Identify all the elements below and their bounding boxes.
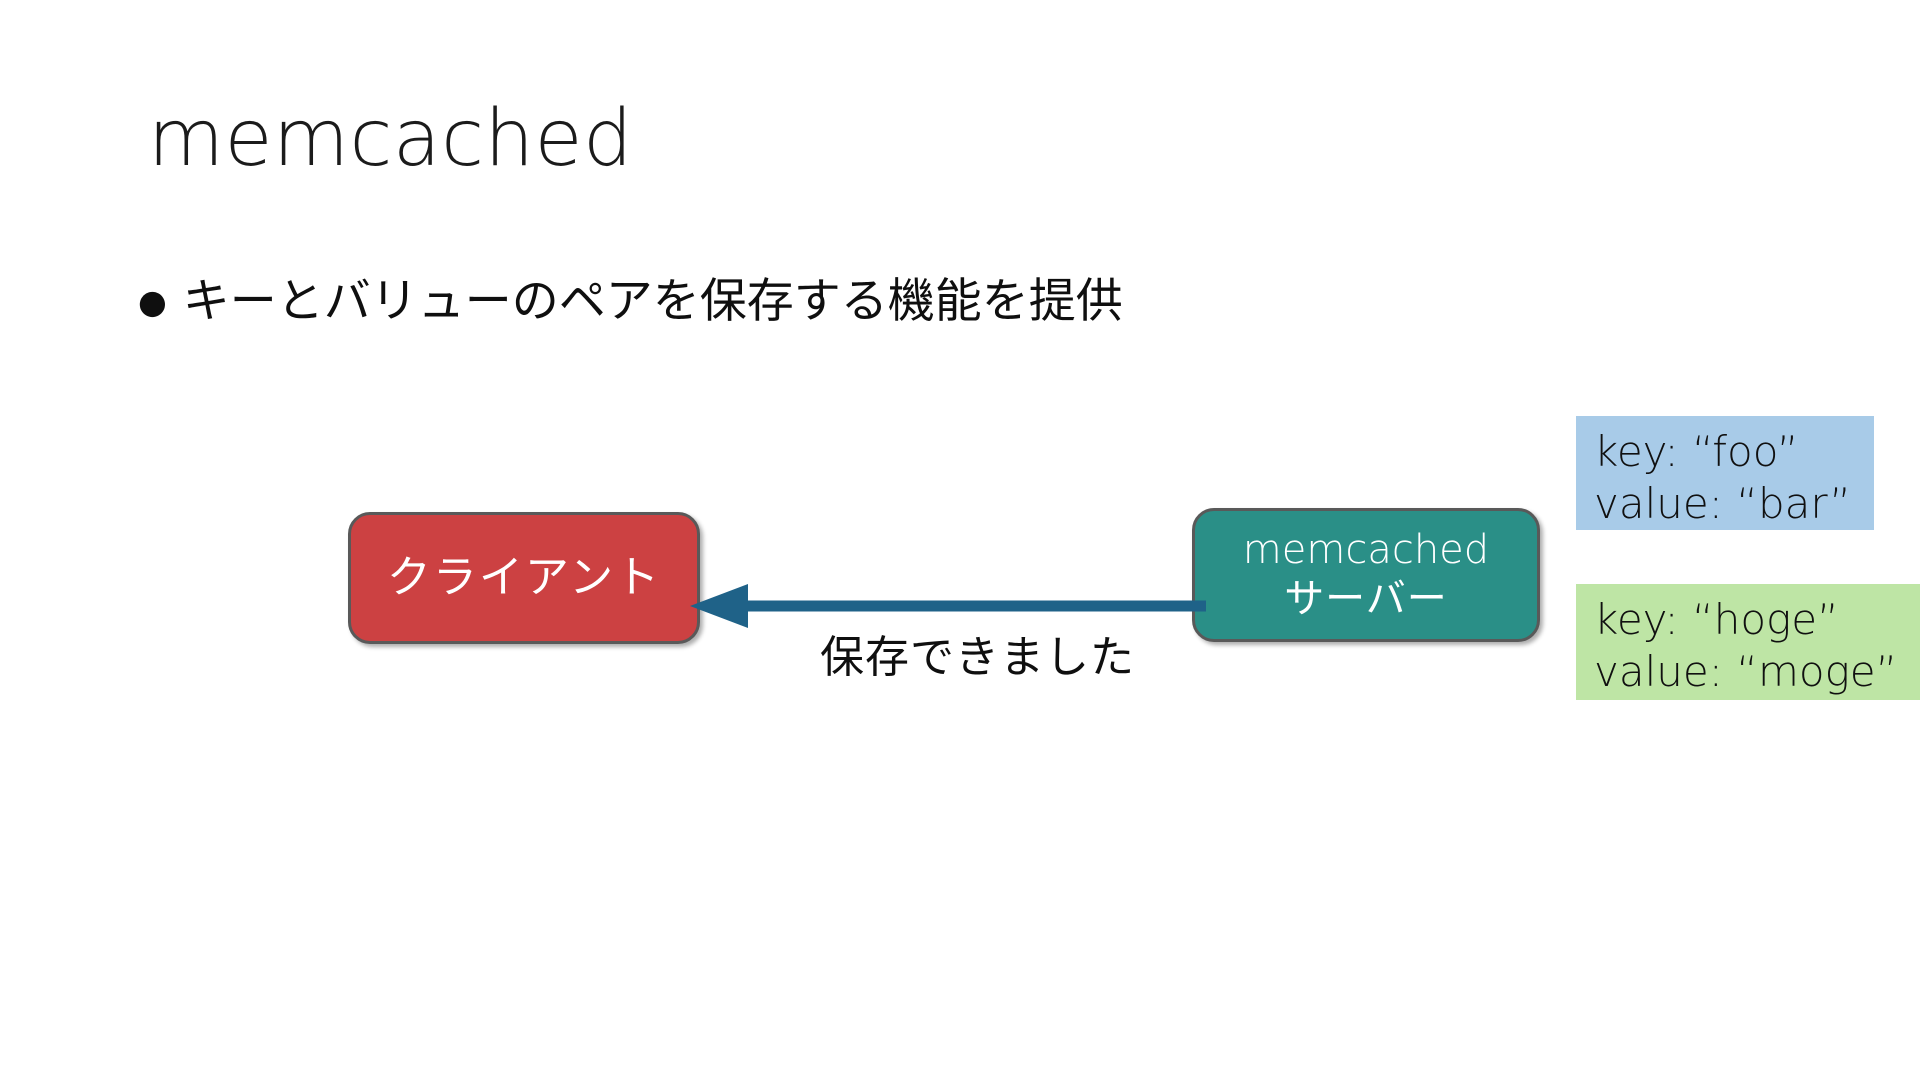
bullet-list: ● キーとバリューのペアを保存する機能を提供	[138, 272, 1438, 332]
arrow-icon	[690, 584, 1206, 628]
diagram-node-client-label: クライアント	[386, 552, 662, 603]
diagram-node-server-label-line1: memcached	[1242, 527, 1490, 573]
arrow-head	[690, 584, 748, 628]
callout-hoge-key: key: “hoge”	[1594, 595, 1839, 644]
callout-key-hoge: key: “hoge” value: “moge”	[1576, 584, 1920, 700]
list-item: ● キーとバリューのペアを保存する機能を提供	[138, 272, 1438, 332]
callout-hoge-value: value: “moge”	[1594, 647, 1898, 696]
diagram-node-memcached-server[interactable]: memcached サーバー	[1192, 508, 1540, 642]
bullet-item-label: キーとバリューのペアを保存する機能を提供	[182, 274, 1123, 329]
callout-foo-key: key: “foo”	[1594, 427, 1799, 476]
diagram-node-client[interactable]: クライアント	[348, 512, 700, 644]
callout-foo-value: value: “bar”	[1594, 479, 1852, 528]
callout-key-foo: key: “foo” value: “bar”	[1576, 416, 1874, 530]
arrow-label: 保存できました	[820, 632, 1135, 683]
page-title: memcached	[148, 94, 633, 184]
bullet-marker-icon: ●	[138, 282, 167, 321]
diagram-node-server-label-line2: サーバー	[1284, 576, 1448, 622]
